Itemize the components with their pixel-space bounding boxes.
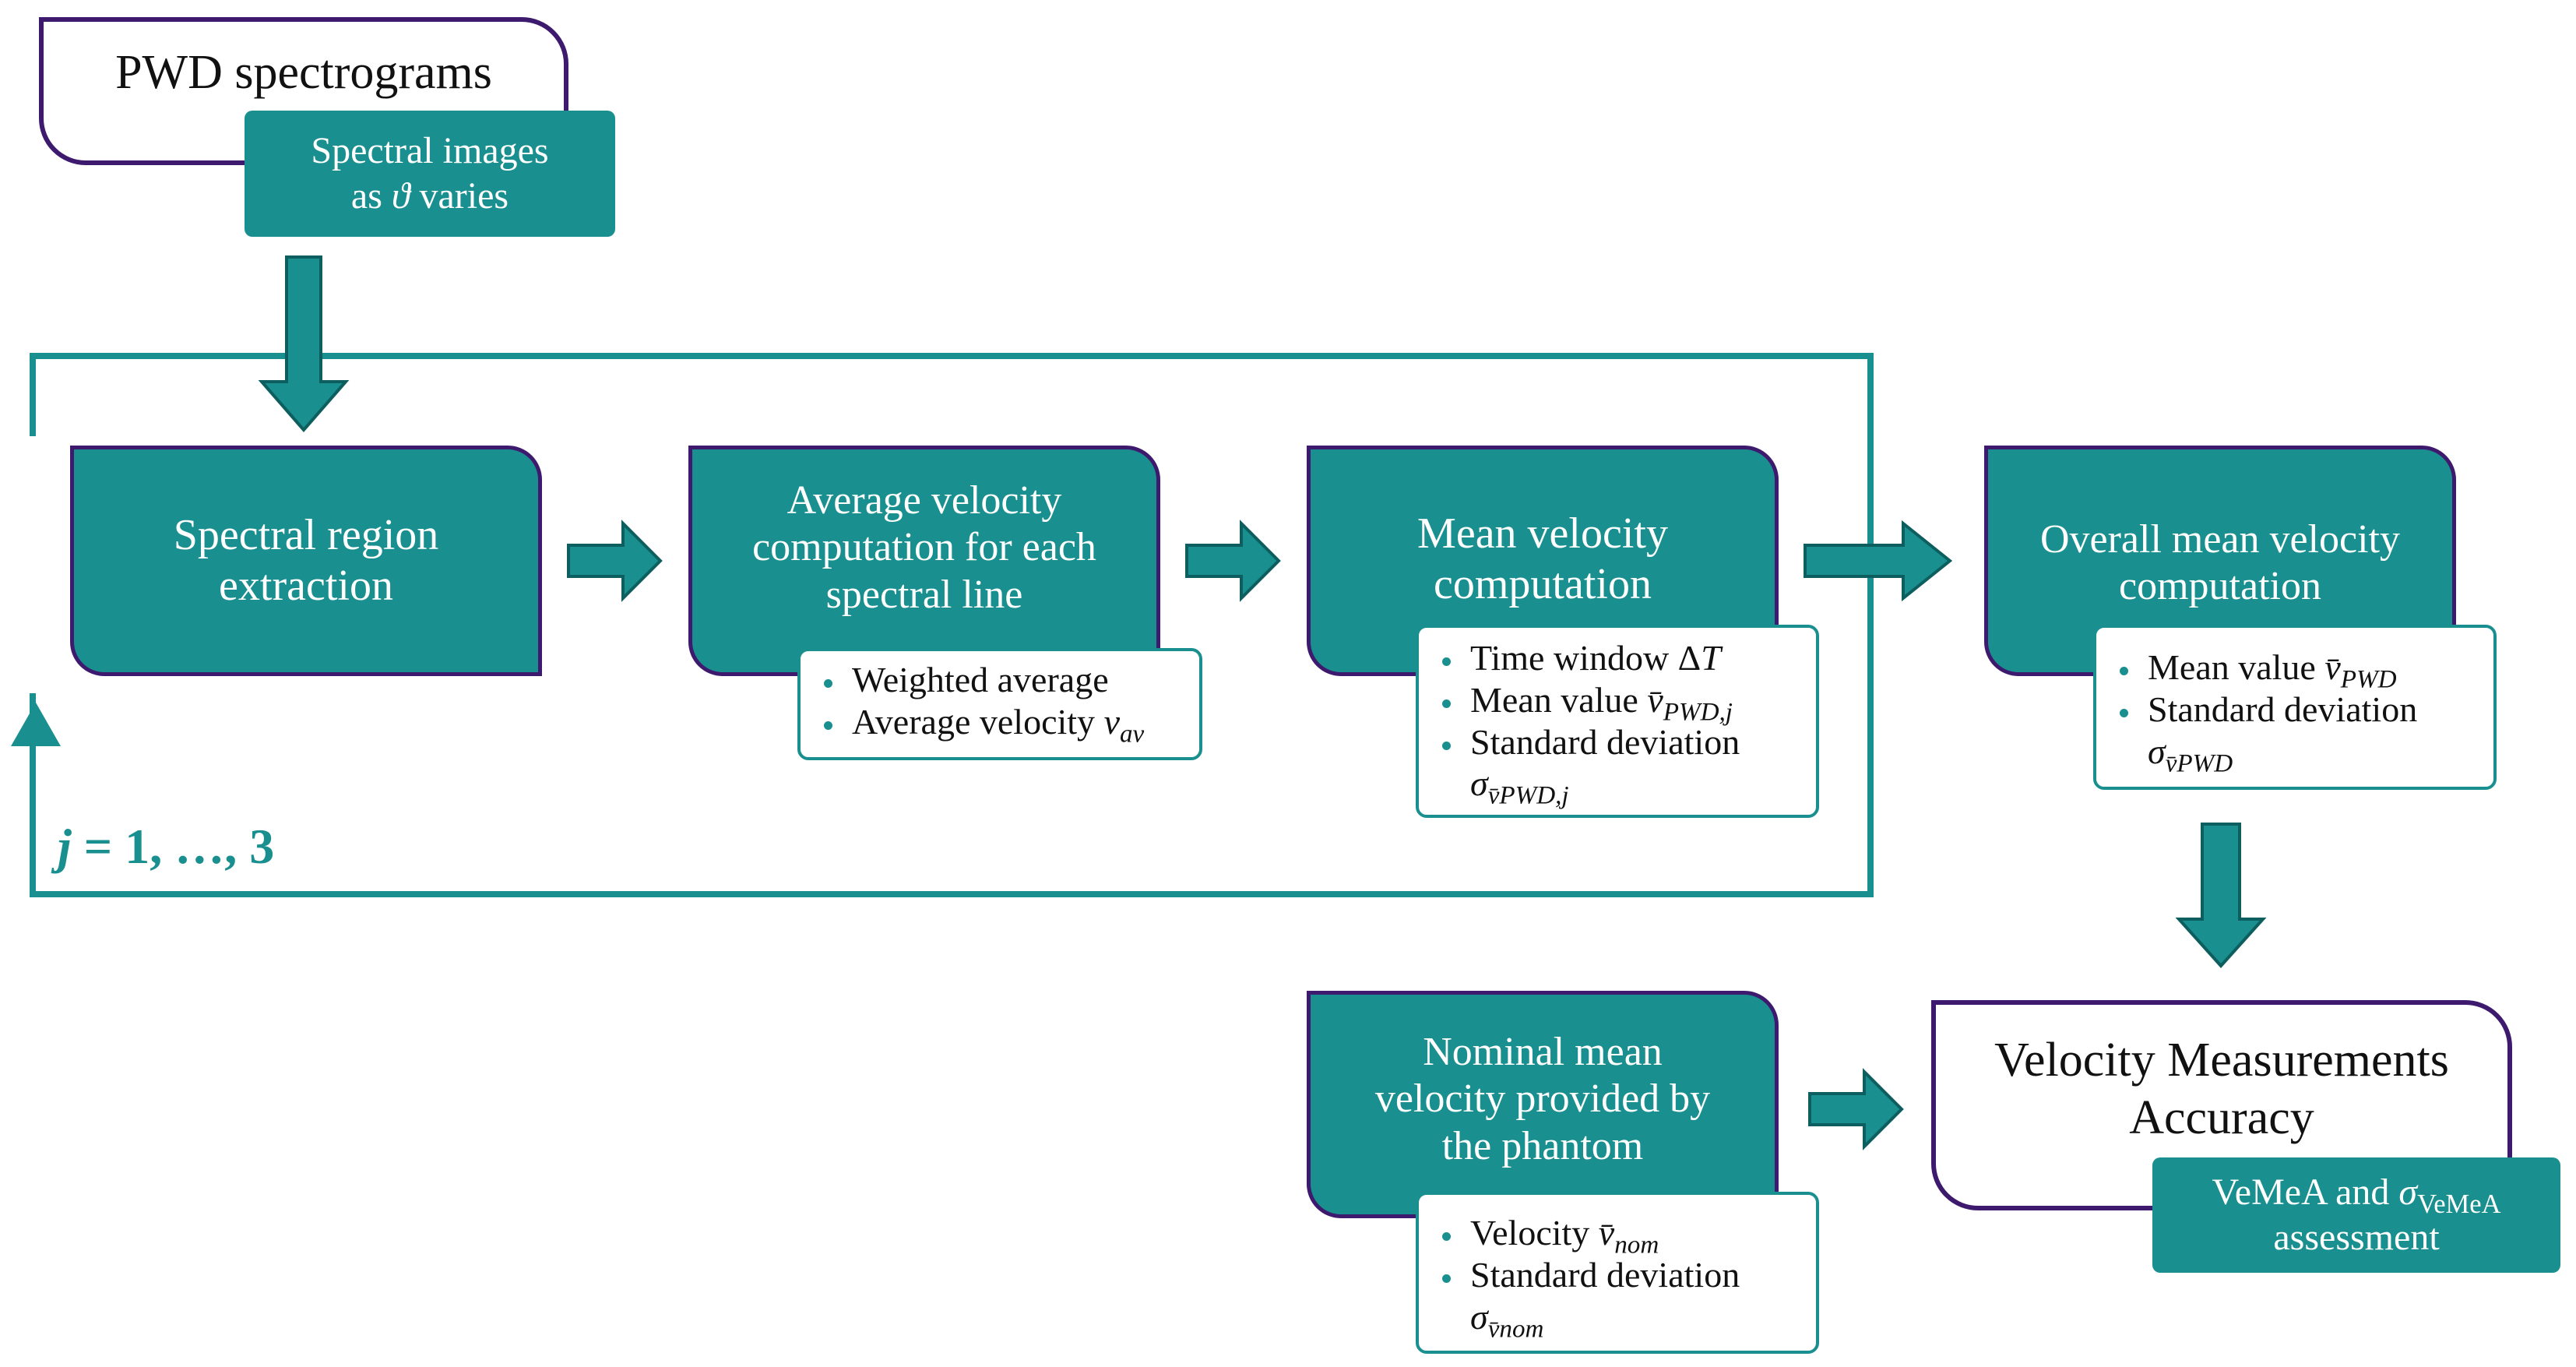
bullet-overall-mean-value: Mean value v̄PWD xyxy=(2096,647,2493,692)
step-nominal-line1: Nominal mean xyxy=(1423,1030,1663,1074)
bullet-nominal-velocity: Velocity v̄nom xyxy=(1419,1212,1816,1258)
step-mean-notes: Time window ΔT Mean value v̄PWD,j Standa… xyxy=(1416,625,1819,818)
source-tag-line1: Spectral images xyxy=(311,130,549,172)
bullet-overall-standard-deviation: Standard deviation xyxy=(2096,689,2493,731)
bullet-nominal-standard-deviation: Standard deviation xyxy=(1419,1254,1816,1296)
source-tag: Spectral images as ϑ varies xyxy=(245,111,615,237)
step-average-notes: Weighted average Average velocity vav xyxy=(797,648,1202,760)
step-extraction-line2: extraction xyxy=(219,562,393,610)
sigma-pwd-j: σv̄PWD,j xyxy=(1470,763,1569,811)
source-tag-line2: as ϑ varies xyxy=(350,175,509,217)
step-nominal-notes: Velocity v̄nom Standard deviation σv̄nom xyxy=(1416,1192,1819,1354)
step-mean-line1: Mean velocity xyxy=(1417,509,1668,558)
step-average: Average velocity computation for each sp… xyxy=(688,446,1160,676)
arrow-nominal-to-result xyxy=(1808,1068,1904,1150)
result-tag-line1: VeMeA and σVeMeA xyxy=(2212,1171,2501,1220)
sigma-pwd: σv̄PWD xyxy=(2148,731,2233,778)
bullet-time-window: Time window ΔT xyxy=(1419,637,1816,679)
loop-arrowhead xyxy=(11,703,61,746)
step-extraction: Spectral region extraction xyxy=(70,446,542,676)
step-mean-line2: computation xyxy=(1434,559,1652,608)
step-extraction-line1: Spectral region xyxy=(173,511,439,560)
step-average-line2: computation for each xyxy=(752,525,1096,570)
step-overall-line2: computation xyxy=(2119,564,2321,609)
bullet-mean-value: Mean value v̄PWD,j xyxy=(1419,679,1816,724)
sigma-nom: σv̄nom xyxy=(1470,1296,1544,1344)
result-title-line1: Velocity Measurements xyxy=(1994,1034,2449,1087)
step-nominal: Nominal mean velocity provided by the ph… xyxy=(1307,991,1779,1218)
source-title: PWD spectrograms xyxy=(115,46,492,99)
arrow-mean-to-overall xyxy=(1804,520,1953,602)
bullet-weighted-average: Weighted average xyxy=(801,659,1199,701)
result-tag-line2: assessment xyxy=(2273,1217,2440,1258)
arrow-overall-to-result xyxy=(2175,823,2267,968)
step-average-line1: Average velocity xyxy=(787,478,1062,523)
step-average-line3: spectral line xyxy=(825,572,1023,617)
bullet-standard-deviation: Standard deviation xyxy=(1419,721,1816,763)
theta-symbol: ϑ xyxy=(391,175,410,217)
step-nominal-line2: velocity provided by xyxy=(1374,1076,1711,1122)
arrow-source-to-extraction xyxy=(258,255,350,433)
step-nominal-line3: the phantom xyxy=(1441,1123,1644,1168)
result-tag: VeMeA and σVeMeA assessment xyxy=(2152,1157,2560,1273)
bullet-average-velocity: Average velocity vav xyxy=(801,701,1199,746)
arrow-extraction-to-average xyxy=(567,520,663,602)
arrow-average-to-mean xyxy=(1185,520,1281,602)
result-title-line2: Accuracy xyxy=(2129,1091,2314,1145)
loop-frame xyxy=(30,353,1874,897)
step-overall-line1: Overall mean velocity xyxy=(2039,517,2401,562)
loop-label: j = 1, …, 3 xyxy=(58,819,275,874)
step-overall-notes: Mean value v̄PWD Standard deviation σv̄P… xyxy=(2093,625,2497,790)
